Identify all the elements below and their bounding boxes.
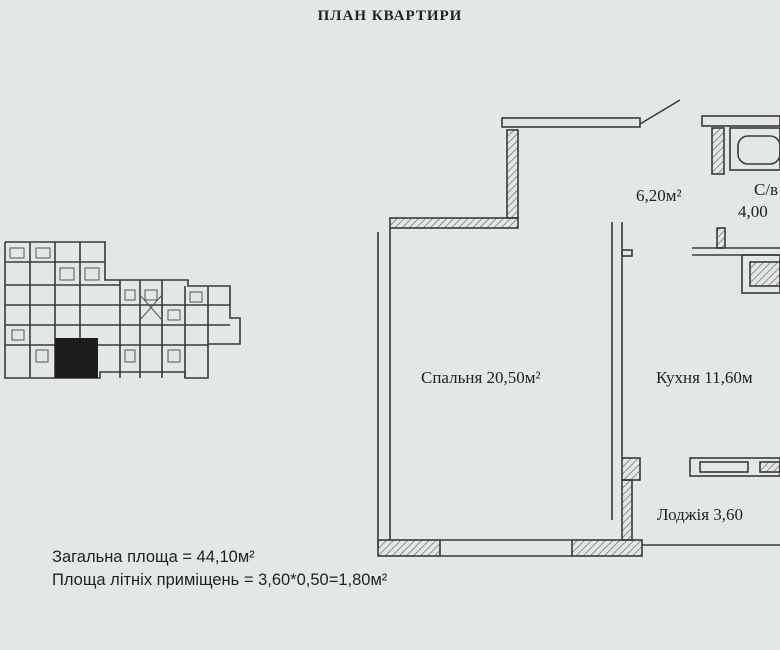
kitchen-label: Кухня 11,60м [656, 368, 753, 387]
hall-area-label: 6,20м² [636, 186, 682, 205]
bathroom-area-label: 4,00 [738, 202, 768, 221]
building-outline [4, 241, 241, 379]
bathroom-label: С/в [754, 180, 779, 199]
loggia-label: Лоджія 3,60 [657, 505, 744, 524]
bedroom-label: Спальня 20,50м² [421, 368, 541, 387]
summer-area-text: Площа літніх приміщень = 3,60*0,50=1,80м… [52, 571, 388, 589]
total-area-text: Загальна площа = 44,10м² [52, 548, 255, 566]
page-title: ПЛАН КВАРТИРИ [317, 8, 463, 24]
apartment-walls [377, 99, 780, 557]
highlighted-apartment [55, 338, 98, 378]
key-plan-details [9, 247, 203, 363]
